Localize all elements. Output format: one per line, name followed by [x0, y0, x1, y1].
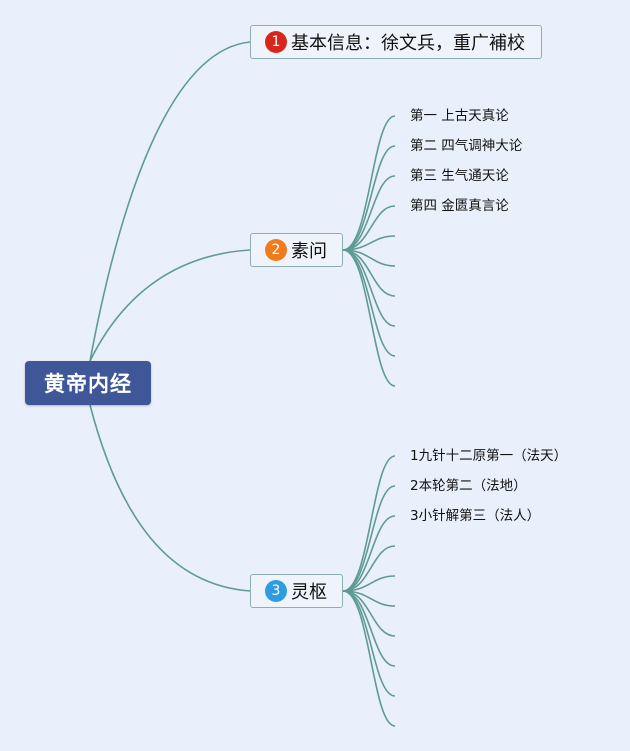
leaf-node[interactable]: 第三 生气通天论 — [410, 168, 509, 184]
leaf-node[interactable]: 2本轮第二（法地） — [410, 478, 527, 494]
number-badge-icon: 3 — [265, 580, 287, 602]
leaf-node[interactable]: 第二 四气调神大论 — [410, 138, 523, 154]
number-badge-icon: 2 — [265, 239, 287, 261]
branch-node-basic-info[interactable]: 1 基本信息：徐文兵，重广補校 — [250, 25, 542, 59]
branch-node-lingshu[interactable]: 3 灵枢 — [250, 574, 343, 608]
leaf-node[interactable]: 3小针解第三（法人） — [410, 508, 541, 524]
number-badge-icon: 1 — [265, 31, 287, 53]
branch-node-label: 灵枢 — [291, 582, 327, 603]
branch-node-suwen[interactable]: 2 素问 — [250, 233, 343, 267]
leaf-node[interactable]: 1九针十二原第一（法天） — [410, 448, 568, 464]
leaf-node[interactable]: 第一 上古天真论 — [410, 108, 509, 124]
branch-node-label: 基本信息：徐文兵，重广補校 — [291, 33, 525, 54]
root-node[interactable]: 黄帝内经 — [25, 361, 151, 405]
leaf-node[interactable]: 第四 金匮真言论 — [410, 198, 509, 214]
branch-node-label: 素问 — [291, 241, 327, 262]
root-node-label: 黄帝内经 — [44, 372, 132, 396]
